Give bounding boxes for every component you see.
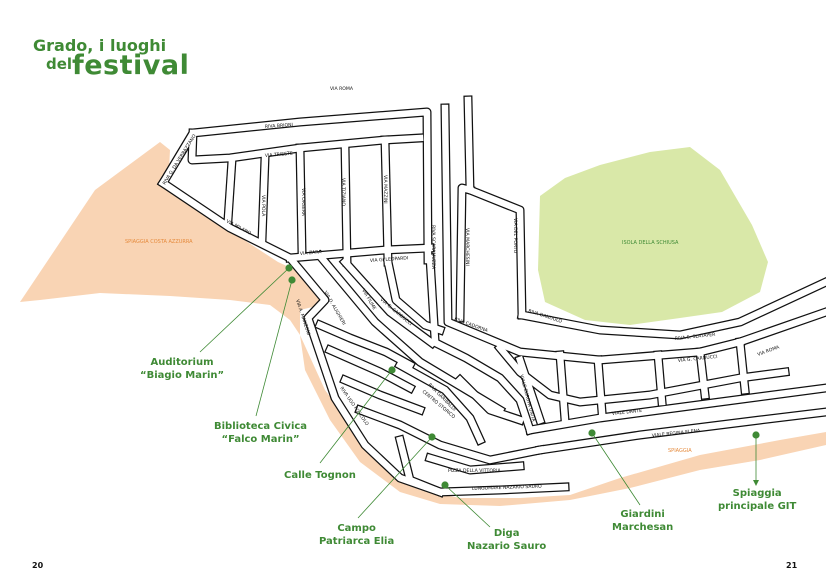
callout-line2: Marchesan	[612, 522, 674, 533]
street-label: VIA POLA	[260, 195, 266, 217]
street-label: RIVA BRIONI	[265, 122, 293, 130]
callout-campo[interactable]: Campo Patriarca Elia	[319, 522, 394, 548]
page-number-right: 21	[786, 561, 798, 570]
street-label: VIA MAZZINI	[382, 175, 388, 204]
callout-giardini[interactable]: Giardini Marchesan	[612, 508, 673, 534]
leader-calle-tognon	[319, 369, 393, 464]
street-label: VIA DEL PORTO	[512, 218, 518, 254]
leader-giardini	[591, 432, 641, 506]
callout-line2: Nazario Sauro	[467, 541, 547, 552]
marker-giardini[interactable]	[588, 429, 596, 437]
street-label: PIZZA DELLA VITTORIA	[448, 468, 501, 474]
park-isola-schiusa	[538, 147, 768, 325]
street-label: VIA TIZIANO	[340, 178, 346, 206]
street-label: VIA ZARA	[300, 249, 323, 257]
leader-auditorium	[199, 267, 290, 353]
callout-line2: principale GIT	[718, 501, 797, 512]
street-label: VIA D. ALIGHIERI	[322, 290, 346, 326]
callout-line1: Biblioteca Civica	[214, 421, 308, 432]
page-title-small: del	[46, 55, 73, 73]
leader-campo	[357, 436, 433, 519]
area-label-isola-schiusa: ISOLA DELLA SCHIUSA	[622, 240, 679, 246]
callout-line1: Auditorium	[150, 357, 214, 368]
beach-costa-azzurra	[20, 142, 325, 335]
marker-spiaggia-git[interactable]	[752, 431, 760, 439]
callout-line1: Spiaggia	[732, 488, 782, 499]
callout-line1: Diga	[493, 528, 520, 539]
street-label: VIA ROMA	[757, 344, 781, 358]
marker-calle-tognon[interactable]	[388, 366, 396, 374]
callout-line1: Campo	[337, 523, 376, 534]
callout-line1: Giardini	[620, 509, 665, 520]
arrow-icon	[753, 480, 759, 486]
marker-diga[interactable]	[441, 481, 449, 489]
marker-biblioteca[interactable]	[288, 276, 296, 284]
street-label: VIA G. LEOPARDI	[370, 255, 409, 264]
street-label: RIVA S. SLATAPER	[675, 332, 717, 342]
street-label: VIA MARCHESINI	[464, 228, 470, 266]
street-label: RIVA SCARAMUZZA	[430, 225, 436, 270]
leader-biblioteca	[255, 279, 293, 417]
street-label: VIA ROMA	[330, 86, 354, 92]
area-label-spiaggia: SPIAGGIA	[668, 448, 692, 454]
street-label: VIA G. CARDUCCI	[678, 354, 718, 364]
street-label: VIALE REGINA ELENA	[652, 428, 702, 439]
callout-diga[interactable]: Diga Nazario Sauro	[467, 527, 546, 553]
street-label: VIA TRIESTE	[265, 151, 293, 159]
callout-line2: “Falco Marin”	[221, 434, 300, 445]
callout-biblioteca[interactable]: Biblioteca Civica “Falco Marin”	[214, 420, 307, 446]
callout-calle-tognon[interactable]: Calle Tognon	[284, 469, 356, 482]
leader-diga	[444, 484, 491, 528]
marker-auditorium[interactable]	[285, 264, 293, 272]
page-title-line1: Grado, i luoghi	[33, 36, 167, 55]
page-number-left: 20	[32, 561, 44, 570]
street-label: VIALE DANTE	[612, 408, 643, 417]
callout-line2: “Biagio Marin”	[140, 370, 225, 381]
page-title-big: festival	[72, 50, 190, 81]
beach-south	[300, 335, 826, 506]
callout-line2: Patriarca Elia	[319, 536, 395, 547]
area-label-costa-azzurra: SPIAGGIA COSTA AZZURRA	[125, 239, 193, 245]
marker-campo[interactable]	[428, 433, 436, 441]
street-label: VIA ORSERA	[300, 188, 306, 217]
callout-line1: Calle Tognon	[284, 470, 356, 481]
callout-spiaggia-git[interactable]: Spiaggia principale GIT	[718, 487, 796, 513]
callout-auditorium[interactable]: Auditorium “Biagio Marin”	[140, 356, 224, 382]
street-label: LUNGOMARE NAZARIO SAURO	[472, 484, 542, 492]
